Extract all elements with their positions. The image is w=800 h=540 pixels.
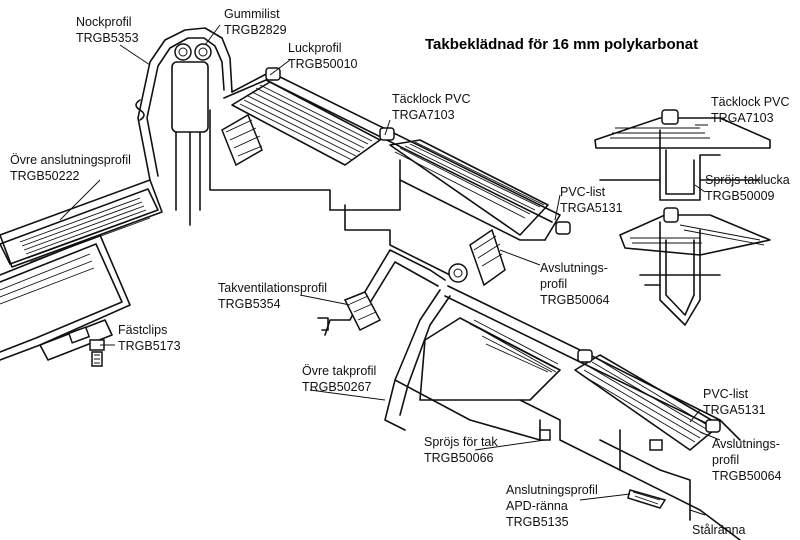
label-pvc-list-1-name: PVC-list	[560, 185, 606, 199]
diagram-title: Takbeklädnad för 16 mm polykarbonat	[425, 36, 699, 53]
label-tacklock-1-name: Täcklock PVC	[392, 92, 471, 106]
label-anslutning-apd: Anslutningsprofil APD-ränna TRGB5135	[506, 482, 598, 530]
label-pvc-list-2-code: TRGA5131	[703, 403, 766, 417]
label-gummilist-code: TRGB2829	[224, 23, 287, 37]
fastening-clip	[39, 319, 113, 367]
label-ovre-takprofil-name: Övre takprofil	[302, 364, 377, 378]
label-avslutning-1: Avslutnings- profil TRGB50064	[540, 260, 609, 308]
label-sprojs-taklucka-code: TRGB50009	[705, 189, 775, 203]
label-nockprofil-code: TRGB5353	[76, 31, 139, 45]
label-takventilation-name: Takventilationsprofil	[218, 281, 328, 295]
label-tacklock-1: Täcklock PVC TRGA7103	[392, 91, 471, 123]
label-avslutning-2-a: Avslutnings-	[712, 437, 780, 451]
label-stalranna: Stålränna	[692, 523, 746, 537]
label-pvc-list-1-code: TRGA5131	[560, 201, 623, 215]
label-fastclips-code: TRGB5173	[118, 339, 181, 353]
label-takventilation: Takventilationsprofil TRGB5354	[218, 280, 327, 312]
label-anslutning-apd-code: TRGB5135	[506, 515, 569, 529]
label-anslutning-apd-a: Anslutningsprofil	[506, 483, 598, 497]
label-pvc-list-2: PVC-list TRGA5131	[703, 386, 766, 418]
label-luckprofil-code: TRGB50010	[288, 57, 358, 71]
label-sprojs-tak: Spröjs för tak TRGB50066	[424, 434, 498, 466]
label-pvc-list-1: PVC-list TRGA5131	[560, 184, 623, 216]
label-anslutning-apd-b: APD-ränna	[506, 499, 568, 513]
hatch-glazing-bar-detail	[594, 109, 771, 326]
label-pvc-list-2-name: PVC-list	[703, 387, 749, 401]
ridge-profile	[135, 27, 233, 226]
label-gummilist-name: Gummilist	[224, 7, 280, 21]
label-tacklock-1-code: TRGA7103	[392, 108, 455, 122]
label-ovre-anslutning-name: Övre anslutningsprofil	[10, 153, 131, 167]
label-fastclips-name: Fästclips	[118, 323, 168, 337]
label-takventilation-code: TRGB5354	[218, 297, 281, 311]
label-avslutning-2: Avslutnings- profil TRGB50064	[712, 436, 781, 484]
label-avslutning-2-code: TRGB50064	[712, 469, 782, 483]
label-ovre-takprofil-code: TRGB50267	[302, 380, 372, 394]
leader-lines	[59, 24, 721, 516]
label-avslutning-1-code: TRGB50064	[540, 293, 610, 307]
label-sprojs-tak-name: Spröjs för tak	[424, 435, 498, 449]
label-ovre-anslutning-code: TRGB50222	[10, 169, 80, 183]
hatch-profile	[209, 67, 571, 287]
label-luckprofil: Luckprofil TRGB50010	[288, 40, 357, 72]
label-sprojs-taklucka: Spröjs taklucka TRGB50009	[705, 172, 790, 204]
label-tacklock-2: Täcklock PVC TRGA7103	[711, 94, 790, 126]
label-nockprofil: Nockprofil TRGB5353	[76, 14, 139, 46]
label-sprojs-tak-code: TRGB50066	[424, 451, 494, 465]
upper-connection-panel	[0, 179, 163, 361]
label-sprojs-taklucka-name: Spröjs taklucka	[705, 173, 790, 187]
label-ovre-takprofil: Övre takprofil TRGB50267	[302, 363, 376, 395]
label-luckprofil-name: Luckprofil	[288, 41, 342, 55]
label-avslutning-2-b: profil	[712, 453, 740, 467]
label-tacklock-2-name: Täcklock PVC	[711, 95, 790, 109]
label-ovre-anslutning: Övre anslutningsprofil TRGB50222	[10, 152, 131, 184]
label-avslutning-1-a: Avslutnings-	[540, 261, 608, 275]
label-nockprofil-name: Nockprofil	[76, 15, 132, 29]
label-fastclips: Fästclips TRGB5173	[118, 322, 181, 354]
label-tacklock-2-code: TRGA7103	[711, 111, 774, 125]
lower-roof-profiles	[384, 285, 741, 540]
roof-ventilation-profile	[317, 249, 446, 336]
label-gummilist: Gummilist TRGB2829	[224, 6, 287, 38]
label-avslutning-1-b: profil	[540, 277, 568, 291]
